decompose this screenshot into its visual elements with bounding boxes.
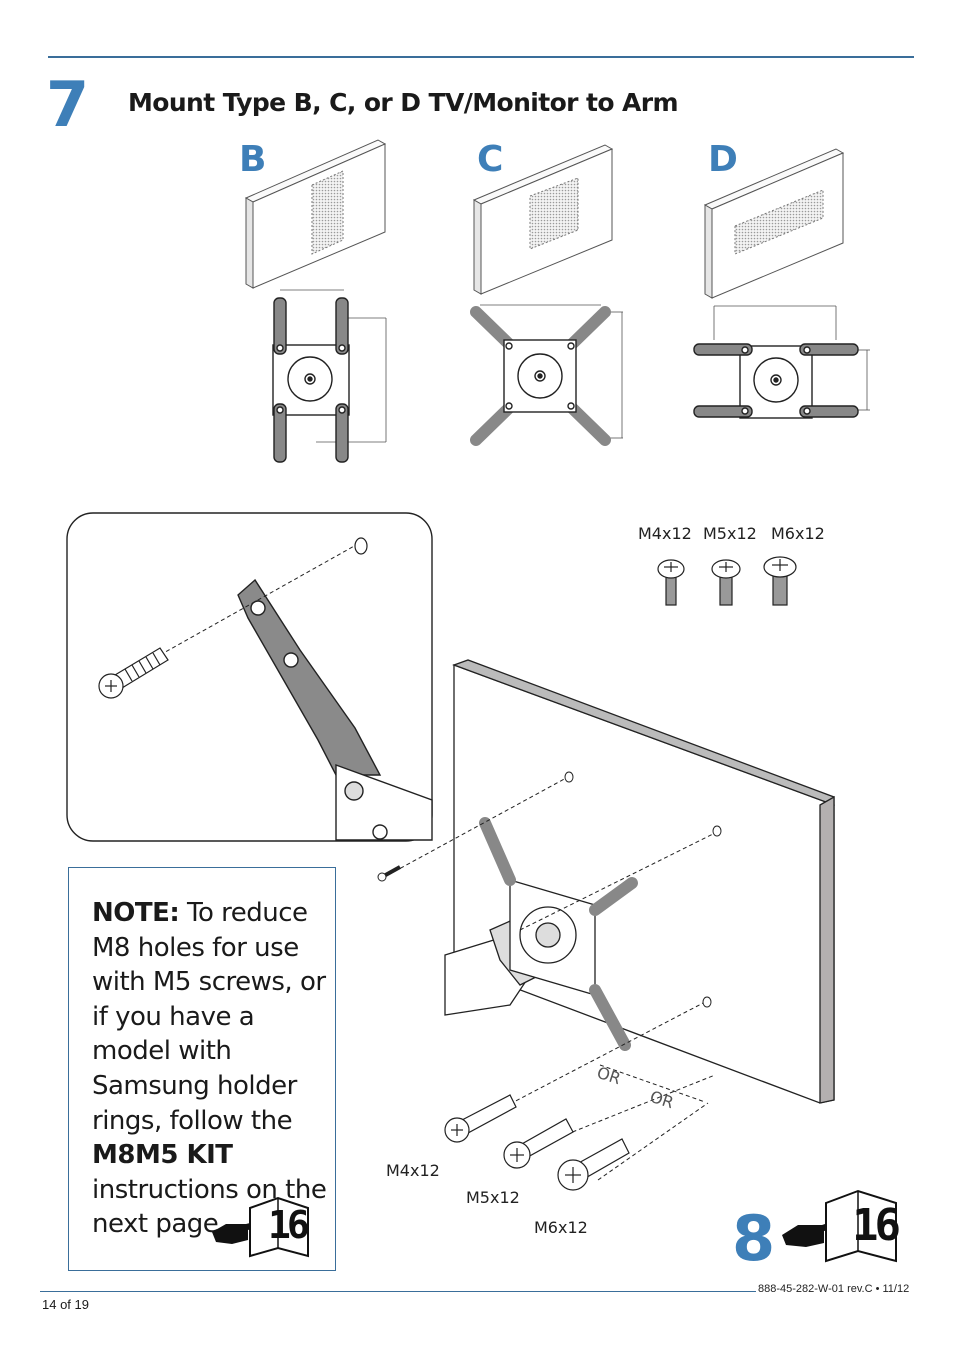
note-lead: NOTE: bbox=[92, 898, 180, 928]
step-number: 7 bbox=[46, 68, 89, 141]
note-page-reference-icon bbox=[212, 1196, 309, 1258]
assembly-screw-m6 bbox=[557, 1138, 630, 1191]
assembly-m4-label: M4x12 bbox=[386, 1161, 440, 1180]
assembly-m6-label: M6x12 bbox=[534, 1218, 588, 1237]
detail-inset-illustration bbox=[66, 512, 433, 842]
mount-type-b-label: B bbox=[239, 139, 267, 180]
note-kit-name: M8M5 KIT bbox=[92, 1140, 233, 1171]
screw-legend-icons bbox=[657, 556, 797, 606]
screw-legend-m6-label: M6x12 bbox=[771, 524, 825, 543]
detail-hole bbox=[354, 537, 368, 555]
tv-panel bbox=[452, 659, 835, 1104]
mount-types-illustration bbox=[244, 139, 870, 463]
next-step-reference-number: 16 bbox=[852, 1200, 901, 1251]
screw-legend-m5-label: M5x12 bbox=[703, 524, 757, 543]
note-page-reference-number: 16 bbox=[268, 1203, 310, 1247]
step-title: Mount Type B, C, or D TV/Monitor to Arm bbox=[128, 88, 679, 117]
assembly-screw-m5 bbox=[503, 1118, 574, 1169]
screw-m4-icon bbox=[657, 559, 685, 606]
note-box bbox=[68, 867, 336, 1271]
screw-legend-m4-label: M4x12 bbox=[638, 524, 692, 543]
next-step-reference-icon bbox=[782, 1189, 897, 1263]
detail-bracket-arm bbox=[237, 578, 433, 841]
screw-m6-icon bbox=[763, 556, 797, 606]
mount-type-c-label: C bbox=[477, 139, 504, 180]
detail-screw bbox=[98, 647, 169, 699]
mount-type-d-label: D bbox=[708, 139, 738, 180]
bracket-d bbox=[693, 305, 870, 419]
top-rule bbox=[48, 56, 914, 58]
assembly-m5-label: M5x12 bbox=[466, 1188, 520, 1207]
footer-page-number: 14 of 19 bbox=[42, 1297, 89, 1312]
next-step-number: 8 bbox=[732, 1202, 776, 1275]
assembly-screw-m4 bbox=[444, 1094, 517, 1143]
footer-doc-id: 888-45-282-W-01 rev.C • 11/12 bbox=[758, 1283, 910, 1295]
bracket-c bbox=[470, 304, 623, 446]
arm-mount bbox=[444, 817, 638, 1051]
tv-panel-b bbox=[244, 139, 387, 289]
note-body-1: To reduce M8 holes for use with M5 screw… bbox=[92, 898, 326, 1136]
screw-m5-icon bbox=[711, 559, 741, 606]
assembly-illustration bbox=[377, 659, 835, 1191]
tv-panel-d bbox=[703, 148, 845, 299]
note-body-2: instructions on the next page. bbox=[92, 1174, 327, 1240]
bottom-rule bbox=[40, 1291, 756, 1292]
detail-guide-line bbox=[159, 544, 357, 656]
bracket-b bbox=[272, 289, 387, 463]
tv-panel-c bbox=[472, 144, 614, 295]
small-screw bbox=[377, 865, 401, 882]
note-text: NOTE: To reduce M8 holes for use with M5… bbox=[92, 896, 332, 1242]
